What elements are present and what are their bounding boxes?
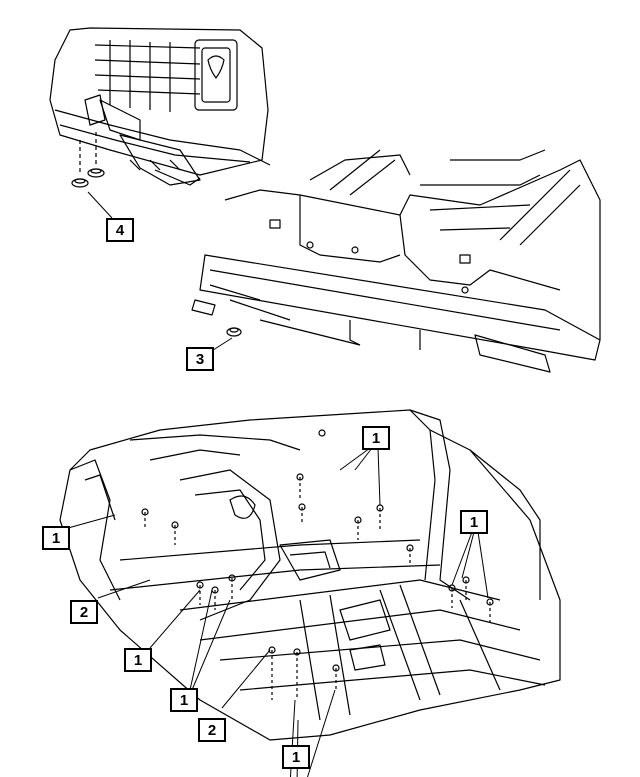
callout-1-lower-left: 1 — [124, 648, 152, 672]
callout-1-lower-mid: 1 — [170, 688, 198, 712]
callout-4: 4 — [106, 218, 134, 242]
front-grille-view — [49, 27, 271, 219]
rocker-sill-view — [191, 149, 601, 373]
callout-3: 3 — [186, 347, 214, 371]
callout-2-left: 2 — [70, 600, 98, 624]
callout-1-left: 1 — [42, 526, 70, 550]
callout-1-right: 1 — [460, 510, 488, 534]
floor-pan-view — [59, 409, 561, 777]
callout-1-top: 1 — [362, 426, 390, 450]
callout-1-bottom: 1 — [282, 745, 310, 769]
callout-2-bottom: 2 — [198, 718, 226, 742]
